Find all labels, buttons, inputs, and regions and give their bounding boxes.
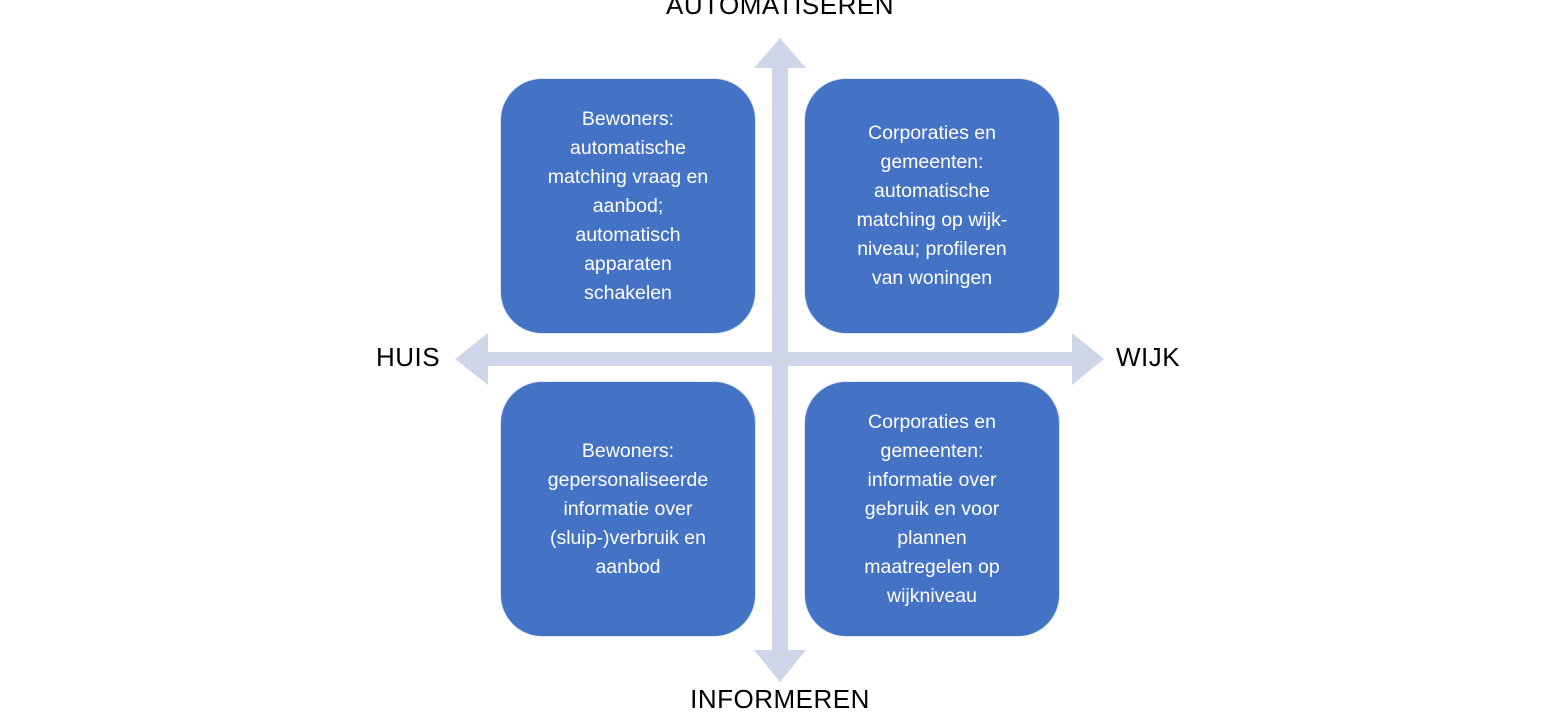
quadrant-top-right: Corporaties en gemeenten: automatische m… (804, 78, 1060, 334)
horizontal-axis-arrow (455, 333, 1104, 385)
axis-label-bottom: INFORMEREN (690, 684, 870, 714)
quadrant-top-left: Bewoners: automatische matching vraag en… (500, 78, 756, 334)
quadrant-bottom-right: Corporaties en gemeenten: informatie ove… (804, 381, 1060, 637)
axis-label-top: AUTOMATISEREN (665, 0, 894, 20)
quadrant-bottom-left: Bewoners: gepersonaliseerde informatie o… (500, 381, 756, 637)
axis-label-left: HUIS (376, 342, 441, 372)
axis-label-right: WIJK (1116, 342, 1181, 372)
